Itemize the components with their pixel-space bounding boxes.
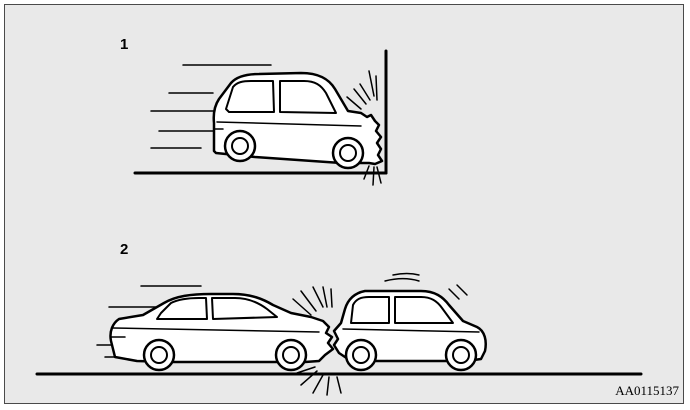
scene-2-rear-end-crash [37,274,641,396]
scene-1-frontal-wall-crash [135,51,386,185]
crash-illustration [5,5,683,403]
crash-diagram-figure: 1 2 AA0115137 [4,4,684,404]
car-hitting-wall-icon [214,73,382,168]
hatchback-car-icon [334,291,486,370]
